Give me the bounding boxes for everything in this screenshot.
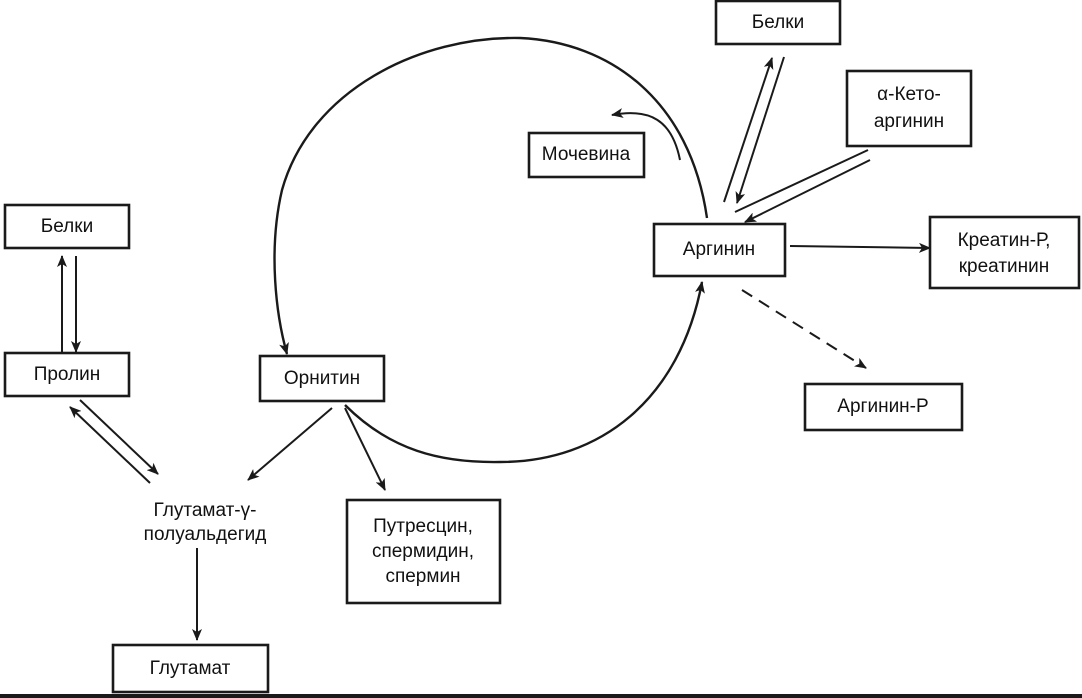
node-alpha-ketoarginin: α-Кето- аргинин [845, 69, 973, 148]
node-label: Орнитин [284, 368, 360, 389]
arginin-to-arginin-p-arrow [741, 289, 867, 369]
node-polyamines: Путресцин, спермидин, спермин [345, 498, 502, 605]
node-label-line2: полуальдегид [144, 524, 267, 545]
node-label-line1: Глутамат-γ- [154, 500, 257, 521]
node-label: Белки [752, 12, 804, 33]
node-label-line2: аргинин [874, 111, 944, 132]
node-belki-left: Белки [3, 203, 131, 250]
node-belki-top: Белки [714, 0, 842, 46]
node-label: Мочевина [542, 144, 631, 165]
node-glutamat: Глутамат [111, 643, 270, 694]
node-arginin-p: Аргинин-Р [803, 382, 964, 432]
node-kreatin: Креатин-Р, креатинин [928, 215, 1081, 290]
ornitin-to-glutamat-semi-arrow [247, 407, 333, 481]
node-ornitin: Орнитин [258, 354, 386, 403]
node-label-line3: спермин [385, 566, 460, 587]
bottom-border-rule [0, 694, 1082, 698]
urea-cycle-arc [273, 36, 709, 464]
arginin-ketoarginin-arrows [734, 149, 871, 223]
arginin-to-kreatin-arrow [789, 242, 931, 253]
node-label-line1: Путресцин, [373, 516, 473, 537]
belki-prolin-arrows [57, 255, 81, 353]
node-label: Аргинин [683, 239, 755, 260]
node-prolin: Пролин [3, 351, 131, 398]
node-label: Глутамат [150, 658, 231, 679]
node-arginin: Аргинин [652, 222, 787, 278]
node-label-line2: креатинин [959, 256, 1050, 277]
prolin-glutamat-semi-arrows [69, 399, 159, 484]
node-label-line1: α-Кето- [877, 84, 941, 105]
arginin-protein-arrows [723, 56, 785, 204]
node-label-line2: спермидин, [372, 541, 474, 562]
node-glutamat-semialdehyde: Глутамат-γ- полуальдегид [144, 500, 267, 545]
node-label: Пролин [34, 364, 101, 385]
node-label: Аргинин-Р [837, 396, 928, 417]
node-mochevina: Мочевина [527, 131, 646, 179]
node-label-line1: Креатин-Р, [958, 230, 1051, 251]
node-label: Белки [41, 216, 93, 237]
ornitin-to-polyamines-arrow [344, 407, 386, 491]
